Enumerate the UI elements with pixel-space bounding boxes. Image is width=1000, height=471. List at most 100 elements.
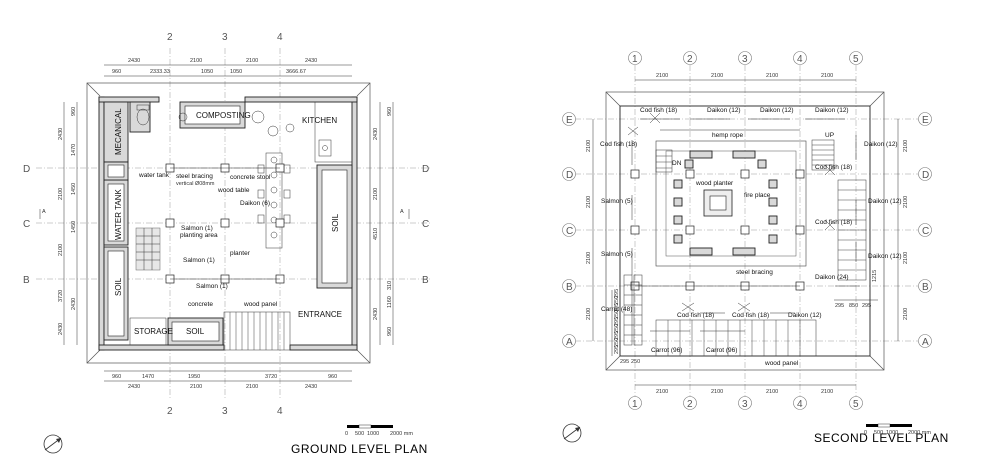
dim2-rsmall-3: 295 <box>862 303 871 309</box>
dim2-right-3: 2100 <box>903 308 909 320</box>
dim-top1-0: 2430 <box>128 58 140 64</box>
label-steel-bracing: steel bracing <box>736 269 773 276</box>
dim2-right-1: 2100 <box>903 196 909 208</box>
room-soil-bottom: SOIL <box>186 327 205 336</box>
dim2-bsmall-0: 295 <box>620 359 629 365</box>
label-cod-fish-b2: Cod fish (18) <box>732 312 769 319</box>
grid2-bottom-5: 5 <box>853 399 859 410</box>
dim2-bot-2: 2100 <box>766 389 778 395</box>
dim2-lsmall-0: 295 <box>614 289 620 298</box>
grid2-bottom-3: 3 <box>742 399 748 410</box>
dim2-lsmall-4: 295 <box>614 317 620 326</box>
grid2-top-3: 3 <box>742 54 748 65</box>
dim2-bot-3: 2100 <box>821 389 833 395</box>
dim2-bot-1: 2100 <box>711 389 723 395</box>
dim-top1-1: 2100 <box>190 58 202 64</box>
label-hemp-rope: hemp rope <box>712 132 743 139</box>
label-daikon-top-3: Daikon (12) <box>815 107 849 114</box>
second-scale-500: 500 <box>874 430 883 436</box>
dim2-top-2: 2100 <box>766 73 778 79</box>
second-north-arrow-icon <box>562 423 582 443</box>
label-daikon-top-1: Daikon (12) <box>707 107 741 114</box>
grid2-bottom-2: 2 <box>687 399 693 410</box>
dim2-rsmall-2: 850 <box>849 303 858 309</box>
label-up: UP <box>825 132 834 139</box>
room-mechanical: MECANICAL <box>114 108 123 155</box>
grid-right-b: B <box>422 275 429 286</box>
dim-right-inner-3: 960 <box>387 327 393 336</box>
grid-left-d: D <box>23 164 30 175</box>
grid-bottom-4: 4 <box>277 406 283 417</box>
dim-bot1-0: 960 <box>112 374 121 380</box>
label-concrete-stool: concrete stool <box>230 174 271 181</box>
grid2-bottom-4: 4 <box>797 399 803 410</box>
label-daikon-right-1: Daikon (12) <box>864 141 898 148</box>
grid2-right-a: A <box>922 337 929 348</box>
ground-planting-area <box>135 227 161 271</box>
second-grid-bubbles: 1 2 3 4 5 1 2 3 4 5 E D C B A E D C B A <box>562 51 932 410</box>
dim2-left-0: 2100 <box>586 140 592 152</box>
room-soil-left: SOIL <box>114 277 123 296</box>
room-kitchen: KITCHEN <box>302 116 337 125</box>
ground-entrance-stairs <box>223 311 291 351</box>
grid-bottom-3: 3 <box>222 406 228 417</box>
dim-left-outer-1: 2100 <box>58 188 64 200</box>
dim2-left-2: 2100 <box>586 252 592 264</box>
label-carrot-48: Carrot (48) <box>601 306 632 313</box>
grid-top-4: 4 <box>277 32 283 43</box>
dim2-bot-0: 2100 <box>656 389 668 395</box>
label-salmon-low: Salmon (1) <box>196 283 228 290</box>
dim-top2-3: 1050 <box>230 69 242 75</box>
dim2-top-0: 2100 <box>656 73 668 79</box>
ground-scale-1000: 1000 <box>367 431 379 437</box>
dim-bot2-0: 2430 <box>128 384 140 390</box>
ground-level-plan: MECANICAL COMPOSTING KITCHEN WATER TANK … <box>23 32 430 456</box>
dim-left-outer-2: 2100 <box>58 244 64 256</box>
dim-right-outer-2: 4510 <box>373 228 379 240</box>
dim-right-outer-3: 2430 <box>373 308 379 320</box>
label-daikon-b: Daikon (12) <box>788 312 822 319</box>
grid2-right-d: D <box>922 170 929 181</box>
grid-top-2: 2 <box>167 32 173 43</box>
dim2-lsmall-1: 250 <box>614 296 620 305</box>
dim-bot1-2: 1950 <box>188 374 200 380</box>
dim-left-outer-3: 3720 <box>58 290 64 302</box>
ground-scale-2000: 2000 mm <box>390 431 413 437</box>
dim2-left-3: 2100 <box>586 308 592 320</box>
dim2-left-1: 2100 <box>586 196 592 208</box>
label-planting-area: planting area <box>180 232 218 239</box>
second-scale-bar: 0 500 1000 2000 mm <box>864 423 931 436</box>
dim-right-outer-0: 2430 <box>373 128 379 140</box>
ground-wood-table <box>257 152 291 249</box>
room-soil-right: SOIL <box>331 213 340 232</box>
label-daikon-24: Daikon (24) <box>815 274 849 281</box>
label-planter: planter <box>230 250 251 257</box>
label-cod-fish-right-1: Cod fish (18) <box>815 164 852 171</box>
room-composting: COMPOSTING <box>196 111 251 120</box>
grid2-left-b: B <box>566 282 573 293</box>
label-steel-bracing: steel bracing <box>176 173 213 180</box>
label-wood-planter: wood planter <box>695 180 734 187</box>
ground-grid-labels: 2 3 4 2 3 4 D C B D C B A A <box>23 32 429 417</box>
ground-roof-outline <box>86 82 371 364</box>
label-carrot-96a: Carrot (96) <box>651 347 682 354</box>
ground-scale-500: 500 <box>355 431 364 437</box>
label-salmon-mid: Salmon (1) <box>183 257 215 264</box>
grid-right-c: C <box>422 219 429 230</box>
second-level-plan: Cod fish (18) Daikon (12) Daikon (12) Da… <box>562 51 948 445</box>
label-steel-bracing-sub: vertical Ø08mm <box>176 181 215 187</box>
grid2-left-c: C <box>566 226 573 237</box>
second-scale-1000: 1000 <box>886 430 898 436</box>
dim2-lsmall-8: 295 <box>614 345 620 354</box>
dim2-top-1: 2100 <box>711 73 723 79</box>
label-cod-fish-left: Cod fish (18) <box>600 141 637 148</box>
dim2-lsmall-2: 295 <box>614 303 620 312</box>
dim-bot1-1: 1470 <box>142 374 154 380</box>
dim-right-inner-2: 1160 <box>387 296 393 308</box>
dim-left-inner-3: 1450 <box>71 221 77 233</box>
second-wood-planters <box>673 150 778 256</box>
second-hanging-crops <box>627 112 860 332</box>
second-roof-outline <box>605 91 885 371</box>
grid2-left-a: A <box>566 337 573 348</box>
